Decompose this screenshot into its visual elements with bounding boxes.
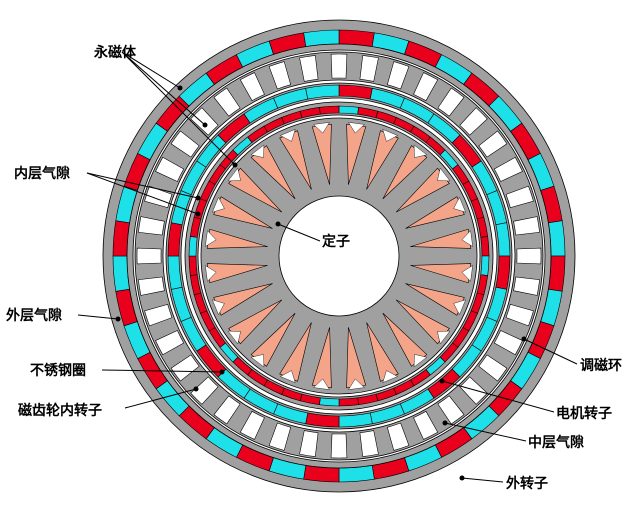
modulating-ring-slot [299, 430, 319, 457]
modulating-ring-slot [299, 55, 319, 82]
modulating-ring-slot [330, 433, 348, 459]
label-motor-rotor: 电机转子 [556, 405, 612, 422]
stator-tooth-tip [413, 144, 428, 158]
modulating-ring-slot [239, 72, 265, 102]
modulating-ring-slot [478, 354, 508, 382]
motor-rotor-magnet [319, 105, 340, 115]
modulating-ring-slot [413, 410, 439, 440]
modulating-ring-slot [268, 422, 292, 451]
modulating-ring-slot [493, 330, 523, 356]
stator-tooth-tip [250, 144, 265, 158]
modulating-ring-slot [144, 303, 173, 327]
stator-bore [278, 195, 400, 317]
stator-tooth-tip [461, 230, 473, 247]
motor-rotor-magnet [480, 236, 490, 257]
machine-cross-section [102, 19, 576, 493]
modulating-ring-slot [136, 247, 162, 265]
modulating-ring-slot [386, 61, 410, 90]
stator-tooth-tip [348, 122, 365, 134]
stator-tooth-tip [413, 354, 428, 368]
modulating-ring-slot [516, 247, 542, 265]
modulating-ring-slot [213, 87, 241, 117]
stator-tooth-tip [227, 167, 241, 182]
motor-rotor-magnet [188, 236, 198, 257]
modulating-ring-slot [505, 303, 534, 327]
modulating-ring-slot [459, 107, 488, 136]
stator-tooth-tip [453, 299, 466, 316]
stator-tooth-tip [437, 330, 451, 345]
modulating-ring-slot [478, 130, 508, 158]
motor-rotor-magnet [338, 397, 359, 407]
motor-rotor-magnet [188, 255, 198, 276]
modulating-ring-slot [437, 87, 465, 117]
stator-tooth-tip [313, 122, 330, 134]
stator-tooth-tip [453, 196, 466, 213]
modulating-ring-slot [437, 395, 465, 425]
modulating-ring-slot [190, 376, 219, 405]
motor-rotor-magnet [338, 105, 359, 115]
label-permanent-magnet: 永磁体 [93, 44, 137, 61]
label-stator: 定子 [322, 233, 350, 250]
motor-rotor-magnet [319, 397, 340, 407]
modulating-ring-slot [138, 276, 165, 296]
label-stainless-ring: 不锈钢圈 [30, 362, 86, 379]
modulating-ring-slot [239, 410, 265, 440]
modulating-ring-slot [359, 430, 379, 457]
label-inner-air-gap: 内层气隙 [14, 165, 70, 182]
stator-tooth-tip [205, 230, 217, 247]
modulating-ring-slot [513, 276, 540, 296]
modulating-ring-slot [386, 422, 410, 451]
modulating-ring-slot [170, 354, 200, 382]
modulating-ring-slot [493, 156, 523, 182]
gear-inner-rotor-magnet [305, 84, 340, 100]
stator-tooth-tip [313, 378, 330, 390]
stator-tooth-tip [279, 129, 296, 142]
modulating-ring-slot [359, 55, 379, 82]
modulating-ring-slot [268, 61, 292, 90]
annotations: 永磁体 内层气隙 定子 外层气隙 不锈钢圈 磁齿轮内转子 调磁环 [6, 44, 622, 492]
modulating-ring-slot [459, 376, 488, 405]
modulating-ring-slot [138, 216, 165, 236]
stator-tooth-tip [212, 299, 225, 316]
stator-tooth-tip [348, 378, 365, 390]
stator-tooth-tip [437, 167, 451, 182]
label-outer-rotor: 外转子 [506, 475, 548, 492]
stator-tooth-tip [382, 129, 399, 142]
modulating-ring-slot [505, 185, 534, 209]
stator-tooth-tip [205, 265, 217, 282]
stator-tooth-tip [250, 354, 265, 368]
modulating-ring-slot [155, 156, 185, 182]
stator-tooth-tip [227, 330, 241, 345]
stator-tooth-tip [279, 370, 296, 383]
label-middle-air-gap: 中层气隙 [528, 434, 584, 451]
stator-tooth-tip [382, 370, 399, 383]
modulating-ring-slot [213, 395, 241, 425]
modulating-ring-slot [170, 130, 200, 158]
label-outer-air-gap: 外层气隙 [6, 307, 62, 324]
modulating-ring-slot [513, 216, 540, 236]
modulating-ring-slot [155, 330, 185, 356]
modulating-ring-slot [413, 72, 439, 102]
stator-tooth-tip [461, 265, 473, 282]
modulating-ring-slot [330, 53, 348, 79]
stator-tooth-tip [212, 196, 225, 213]
label-gear-inner-rotor: 磁齿轮内转子 [18, 402, 102, 419]
label-modulating-ring: 调磁环 [580, 357, 622, 374]
motor-rotor-magnet [480, 255, 490, 276]
